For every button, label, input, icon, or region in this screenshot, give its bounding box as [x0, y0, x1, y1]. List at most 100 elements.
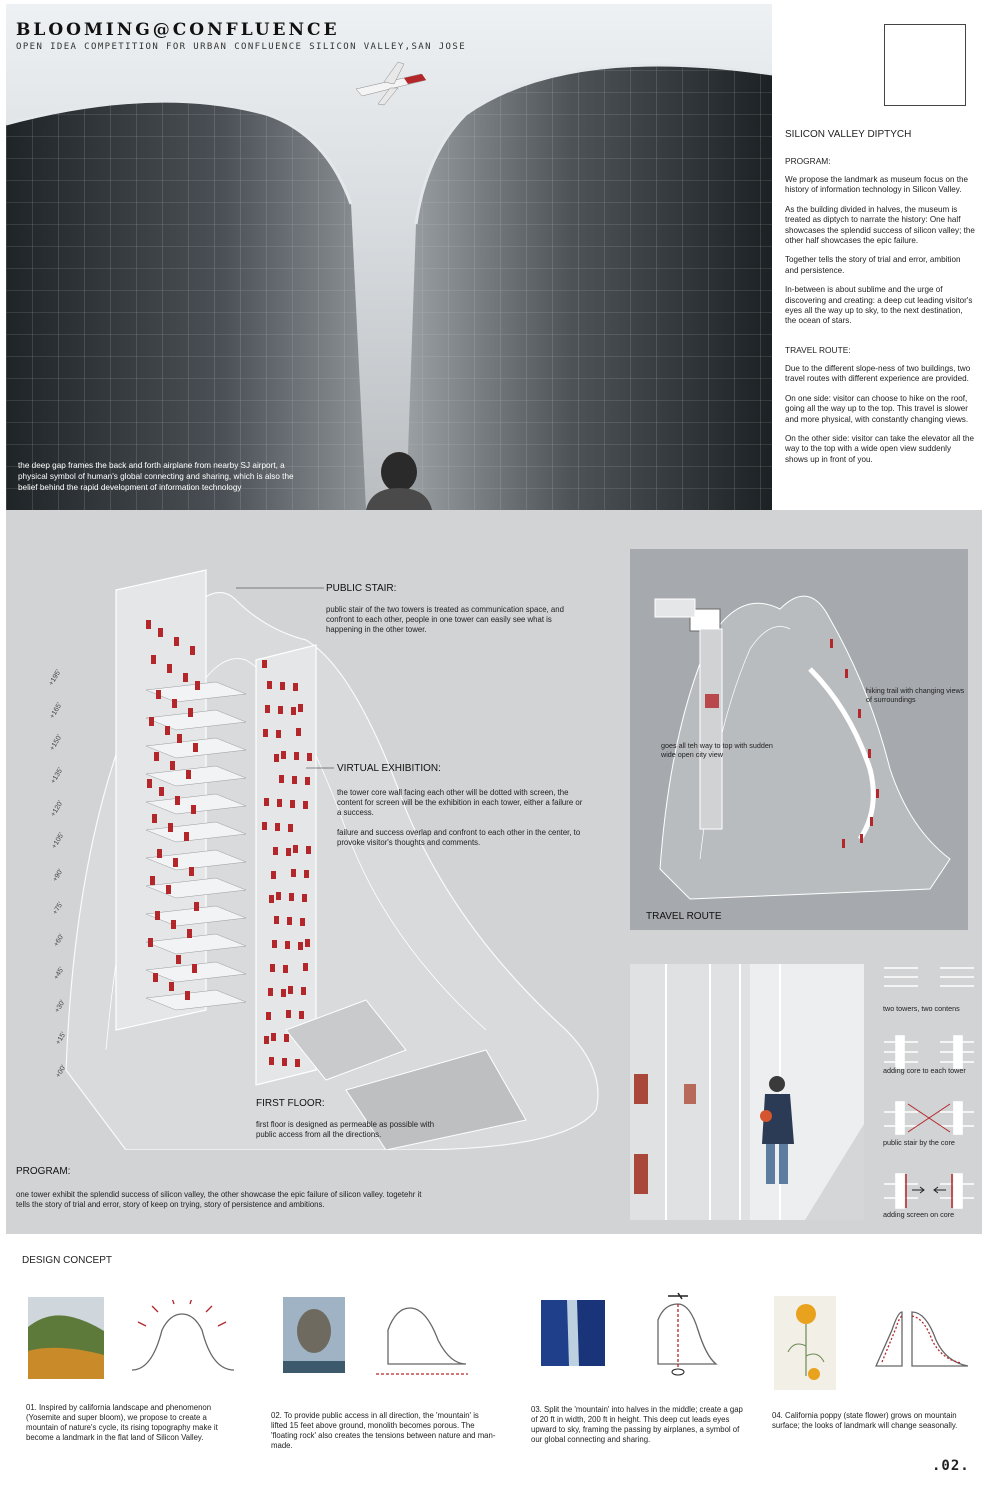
hiking-trail-markers [830, 639, 879, 848]
screen-mark [195, 681, 200, 690]
screen-mark [280, 682, 285, 690]
screen-mark [307, 753, 312, 761]
screen-mark [283, 965, 288, 973]
screen-mark [275, 823, 280, 831]
concept-text-2: 02. To provide public access in all dire… [271, 1411, 496, 1450]
route-paragraph: On one side: visitor can choose to hike … [785, 393, 969, 424]
hero-towers-illustration [6, 61, 772, 510]
elevator-caption: goes all teh way to top with sudden wide… [661, 741, 773, 759]
page-subtitle: OPEN IDEA COMPETITION FOR URBAN CONFLUEN… [16, 42, 467, 52]
screen-mark [167, 664, 172, 673]
screen-mark [291, 869, 296, 877]
screen-mark [270, 964, 275, 972]
split-rock-render [541, 1300, 605, 1366]
screen-mark [170, 761, 175, 770]
screen-mark [172, 699, 177, 708]
screen-mark [293, 845, 298, 853]
screen-mark [306, 846, 311, 854]
text-panel-body: PROGRAM: We propose the landmark as muse… [785, 152, 975, 465]
screen-mark [262, 660, 267, 668]
screen-mark [154, 752, 159, 761]
trail-marker [876, 789, 879, 798]
stair-flight [145, 933, 247, 955]
screen-mark [177, 734, 182, 743]
visitor-silhouette [366, 452, 432, 510]
visitor-figure [760, 1076, 794, 1184]
hero-caption: the deep gap frames the back and forth a… [18, 461, 294, 492]
first-floor-text: first floor is designed as permeable as … [256, 1120, 435, 1139]
screen-mark [298, 942, 303, 950]
screen-mark [146, 620, 151, 629]
logo-placeholder-box [884, 24, 966, 106]
screen-mark [291, 707, 296, 715]
trail-marker [845, 669, 848, 678]
screen-mark [168, 823, 173, 832]
axonometric-drawing [65, 569, 599, 1150]
screen-mark [157, 849, 162, 858]
virtual-exhibition-text-2: failure and success overlap and confront… [337, 828, 581, 847]
interior-illustration [630, 964, 864, 1220]
stair-flight [145, 989, 247, 1011]
axonometric-section: +195'+165'+150'+135'+120'+105'+90'+75'+6… [6, 510, 982, 1234]
screen-mark [269, 1057, 274, 1065]
screen-mark [276, 730, 281, 738]
stair-flight [145, 765, 247, 787]
screen-mark [305, 939, 310, 947]
screen-mark [184, 832, 189, 841]
screen-marks-right [262, 660, 312, 1067]
screen-mark [305, 777, 310, 785]
trail-marker [860, 834, 863, 843]
screen-mark [174, 637, 179, 646]
screen-mark [192, 964, 197, 973]
screen-mark [287, 917, 292, 925]
california-landscape-photo [28, 1297, 104, 1379]
screen-mark [187, 929, 192, 938]
diagram-caption-4: adding screen on core [883, 1210, 955, 1219]
diagram-add-screen [884, 1173, 974, 1209]
stair-flight [145, 681, 247, 703]
screen-mark [301, 987, 306, 995]
california-poppy-illustration [774, 1296, 836, 1390]
mountain-diagram-4 [874, 1311, 969, 1367]
program-paragraph: In-between is about sublime and the urge… [785, 285, 973, 326]
screen-mark [289, 893, 294, 901]
program-label: PROGRAM: [16, 1166, 71, 1177]
concept-text-4: 04. California poppy (state flower) grow… [772, 1411, 958, 1430]
travel-route-heading: TRAVEL ROUTE: [785, 344, 851, 355]
stair-flight [145, 793, 247, 815]
screen-mark [293, 683, 298, 691]
travel-route-panel: hiking trail with changing views of surr… [630, 549, 968, 930]
hero-render: BLOOMING@CONFLUENCE OPEN IDEA COMPETITIO… [6, 4, 772, 510]
virtual-exhibition-label: VIRTUAL EXHIBITION: [337, 763, 441, 774]
screen-mark [191, 805, 196, 814]
first-floor-label: FIRST FLOOR: [256, 1098, 325, 1109]
screen-mark [193, 743, 198, 752]
screen-mark [284, 1034, 289, 1042]
screen-mark [152, 814, 157, 823]
screen-mark [298, 704, 303, 712]
screen-mark [158, 628, 163, 637]
screen-mark [303, 801, 308, 809]
screen-mark [299, 1011, 304, 1019]
screen-mark [147, 779, 152, 788]
screen-mark [183, 673, 188, 682]
screen-mark [276, 892, 281, 900]
mountain-diagram-2 [376, 1307, 468, 1375]
screen-mark [269, 895, 274, 903]
screen-mark [281, 989, 286, 997]
screen-mark [278, 706, 283, 714]
screen-mark [268, 988, 273, 996]
screen-mark [263, 729, 268, 737]
program-paragraph: We propose the landmark as museum focus … [785, 175, 968, 195]
eye-icon [671, 1368, 685, 1376]
screen-mark [272, 940, 277, 948]
screen-mark [304, 870, 309, 878]
trail-marker [842, 839, 845, 848]
screen-mark [302, 894, 307, 902]
screen-mark [165, 726, 170, 735]
public-stair-text: public stair of the two towers is treate… [326, 605, 564, 634]
screen-mark [271, 1033, 276, 1041]
diagram-add-core [884, 1035, 974, 1069]
screen-mark [300, 918, 305, 926]
screen-mark [176, 955, 181, 964]
